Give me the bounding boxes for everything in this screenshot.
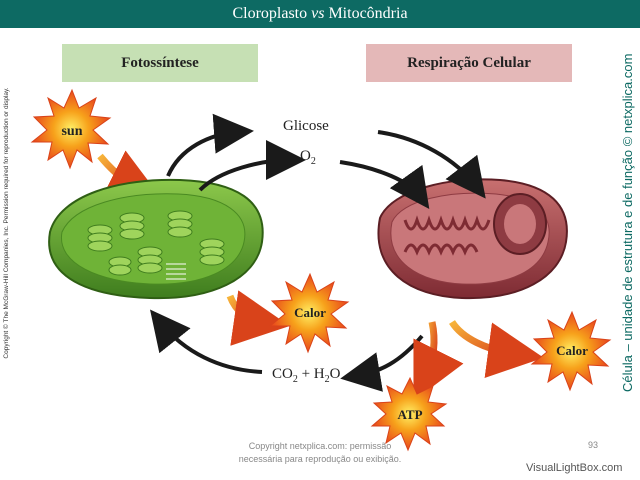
- o2-base: O: [300, 148, 311, 164]
- footer-line-1: Copyright netxplica.com: permissão: [248, 441, 392, 451]
- co2-h2o-label: CO2 + H2O: [272, 366, 340, 385]
- o2-label: O2: [300, 148, 316, 167]
- arrow-to-glucose: [166, 113, 254, 177]
- arrow-mito-to-atp: [413, 321, 464, 402]
- footer-copyright: Copyright netxplica.com: permissão neces…: [220, 440, 420, 466]
- title-text-end: Mitocôndria: [324, 5, 408, 22]
- arrow-glucose-to-mito: [377, 130, 486, 199]
- heat-label-left: Calor: [294, 305, 326, 320]
- co2-base: CO: [272, 366, 293, 382]
- h2o-mid: + H: [297, 366, 325, 382]
- arrow-mito-to-heat: [449, 319, 544, 379]
- arrow-o2-to-mito: [339, 160, 430, 210]
- chloroplast-illustration: [48, 178, 264, 300]
- co2-sub: 2: [292, 374, 298, 385]
- heat-label-right: Calor: [556, 343, 588, 358]
- title-text: Cloroplasto: [232, 5, 312, 22]
- h2o-sub: 2: [324, 374, 330, 385]
- watermark-text: VisualLightBox.com: [526, 462, 623, 474]
- footer-line-2: necessária para reprodução ou exibição.: [238, 454, 402, 464]
- arrow-mito-to-co2: [340, 334, 424, 392]
- sun-burst-icon: [30, 88, 112, 170]
- atp-burst-icon: [370, 376, 448, 452]
- heat-burst-right-icon: [530, 310, 612, 392]
- h2o-end: O: [329, 366, 341, 382]
- title-vs: vs: [311, 5, 325, 22]
- page-number: 93: [588, 440, 599, 450]
- arrow-to-o2: [198, 140, 306, 192]
- slide-title: Cloroplasto vs Mitocôndria: [0, 0, 640, 28]
- photosynthesis-heading: Fotossíntese: [62, 44, 258, 82]
- heat-burst-left-icon: [268, 272, 350, 354]
- respiration-heading: Respiração Celular: [366, 44, 572, 82]
- o2-sub: 2: [310, 156, 316, 167]
- sun-label: sun: [61, 124, 82, 139]
- arrow-chloro-to-heat: [226, 290, 290, 346]
- arrow-co2-to-chloro: [149, 309, 263, 374]
- glucose-label: Glicose: [283, 118, 329, 134]
- atp-label: ATP: [397, 407, 422, 422]
- mitochondrion-illustration: [377, 178, 568, 300]
